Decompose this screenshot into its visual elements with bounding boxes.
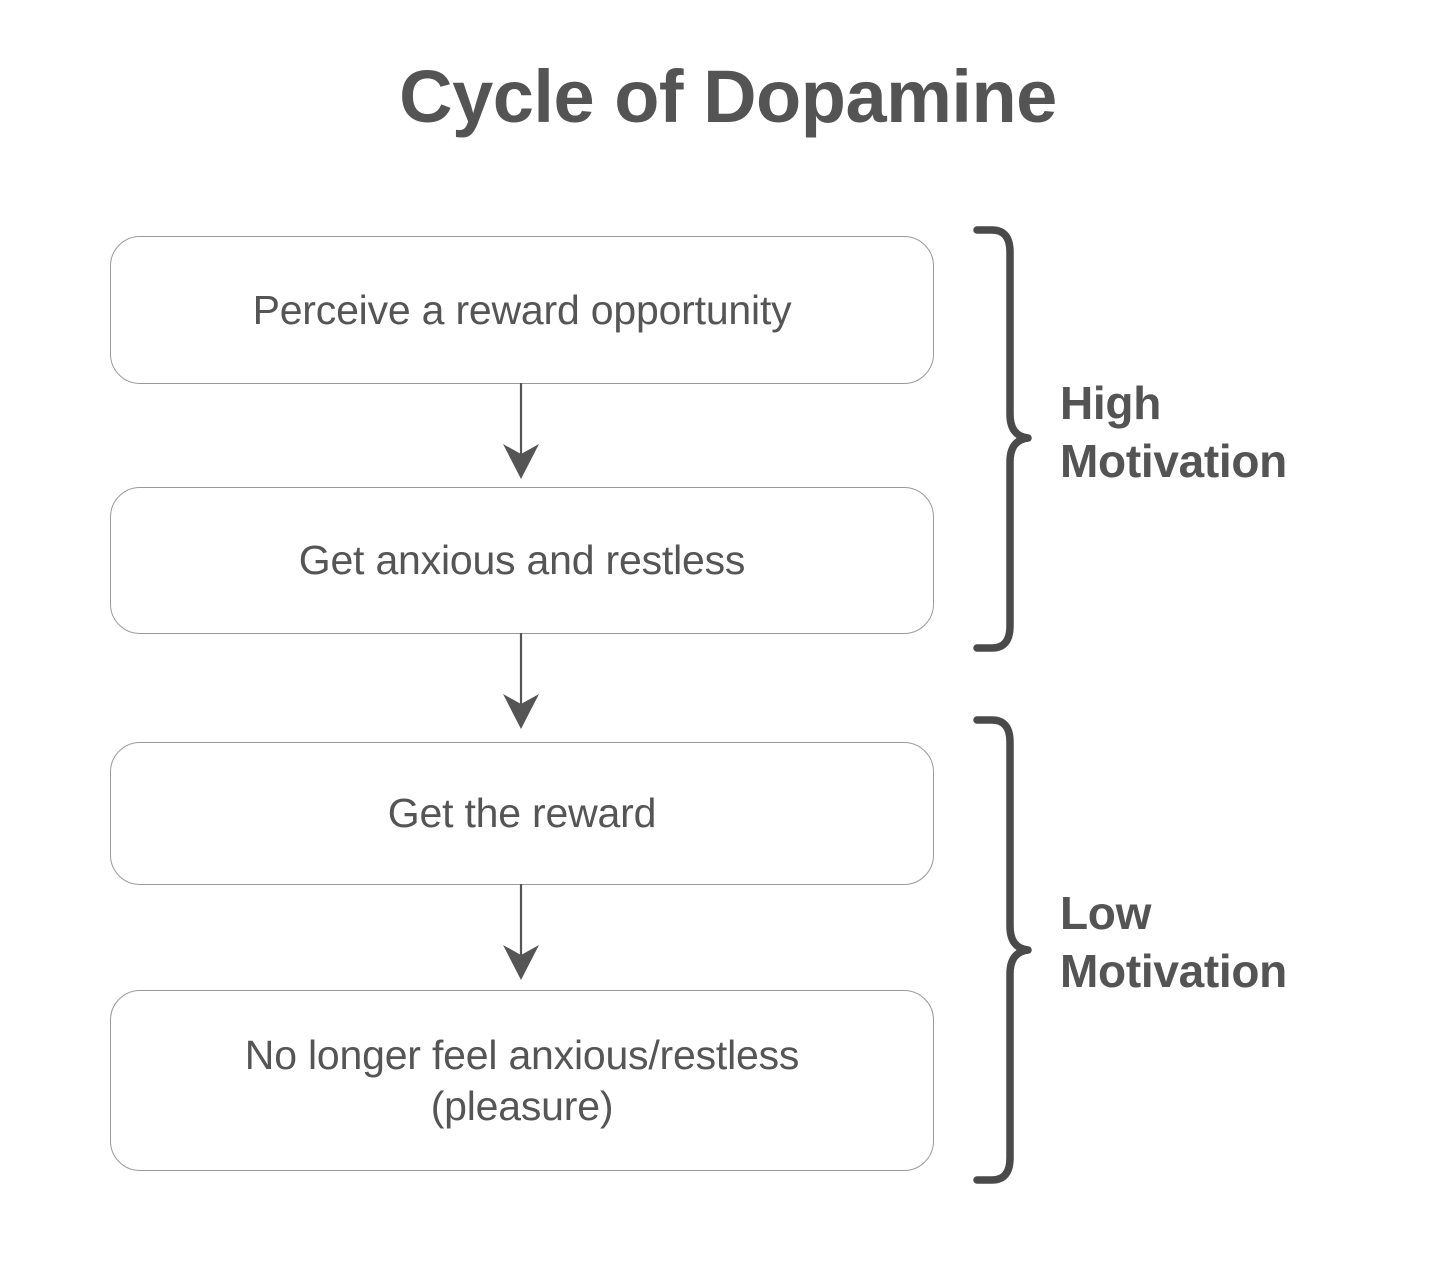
group-label-high: High Motivation (1060, 375, 1350, 491)
flow-box-label-step-4: No longer feel anxious/restless (pleasur… (223, 1030, 821, 1130)
flow-box-step-4: No longer feel anxious/restless (pleasur… (110, 990, 934, 1171)
arrow-down-icon-1 (495, 383, 547, 479)
flow-box-label-step-4-line-1: No longer feel anxious/restless (244, 1032, 800, 1079)
arrow-down-icon-3 (495, 884, 547, 980)
group-label-low-line-1: Low (1060, 887, 1152, 939)
arrow-down-icon-2 (495, 633, 547, 729)
curly-brace-icon-low (972, 716, 1052, 1188)
group-label-low: Low Motivation (1060, 885, 1350, 1001)
page-title: Cycle of Dopamine (399, 55, 1057, 138)
group-label-high-line-2: Motivation (1060, 434, 1287, 487)
group-label-high-line-1: High (1060, 377, 1161, 429)
flow-box-label-step-2: Get anxious and restless (298, 537, 746, 584)
flow-box-step-3: Get the reward (110, 742, 934, 885)
flow-box-label-step-3: Get the reward (387, 790, 657, 837)
flow-box-label-step-4-line-2: (pleasure) (430, 1082, 614, 1129)
curly-brace-icon-high (972, 226, 1052, 654)
flow-box-label-step-1: Perceive a reward opportunity (252, 286, 792, 333)
group-label-low-line-2: Motivation (1060, 944, 1287, 997)
flow-box-step-1: Perceive a reward opportunity (110, 236, 934, 384)
flow-box-step-2: Get anxious and restless (110, 487, 934, 634)
